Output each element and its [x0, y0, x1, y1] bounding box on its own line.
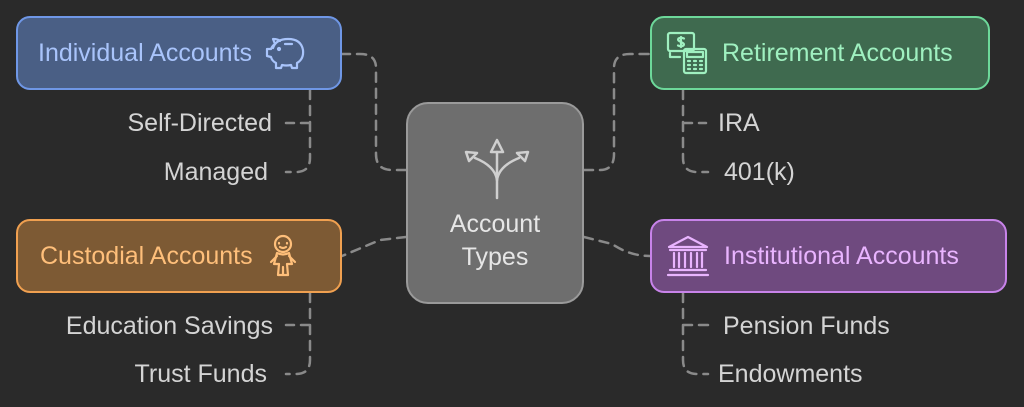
leaf-self-directed: Self-Directed [127, 109, 273, 137]
connector-custodial-items [284, 291, 312, 376]
node-label: Institutional Accounts [724, 242, 959, 270]
piggy-bank-icon [265, 37, 305, 70]
leaf-trust-funds: Trust Funds [134, 360, 267, 388]
node-individual-accounts[interactable]: Individual Accounts [16, 16, 342, 90]
connector-center-individual [340, 52, 408, 172]
connector-individual-items [284, 88, 312, 174]
connector-institutional-items [681, 291, 710, 376]
child-icon [269, 234, 296, 277]
split-arrows-icon [464, 138, 530, 200]
node-custodial-accounts[interactable]: Custodial Accounts [16, 219, 342, 293]
connector-retirement-items [681, 88, 710, 174]
money-calculator-icon [666, 31, 708, 75]
center-node-account-types[interactable]: Account Types [406, 102, 584, 304]
leaf-401k: 401(k) [724, 158, 795, 186]
leaf-education-savings: Education Savings [65, 312, 273, 340]
leaf-endowments: Endowments [718, 360, 863, 388]
center-title: Account Types [449, 210, 541, 271]
connector-center-institutional [582, 235, 652, 258]
connector-center-retirement [582, 52, 652, 172]
connector-center-custodial [340, 235, 408, 258]
node-label: Custodial Accounts [40, 242, 253, 270]
leaf-pension-funds: Pension Funds [723, 312, 890, 340]
node-label: Retirement Accounts [722, 39, 953, 67]
bank-building-icon [666, 235, 710, 277]
node-retirement-accounts[interactable]: Retirement Accounts [650, 16, 990, 90]
leaf-ira: IRA [718, 109, 760, 137]
node-label: Individual Accounts [38, 39, 253, 67]
leaf-managed: Managed [163, 158, 268, 186]
node-institutional-accounts[interactable]: Institutional Accounts [650, 219, 1007, 293]
